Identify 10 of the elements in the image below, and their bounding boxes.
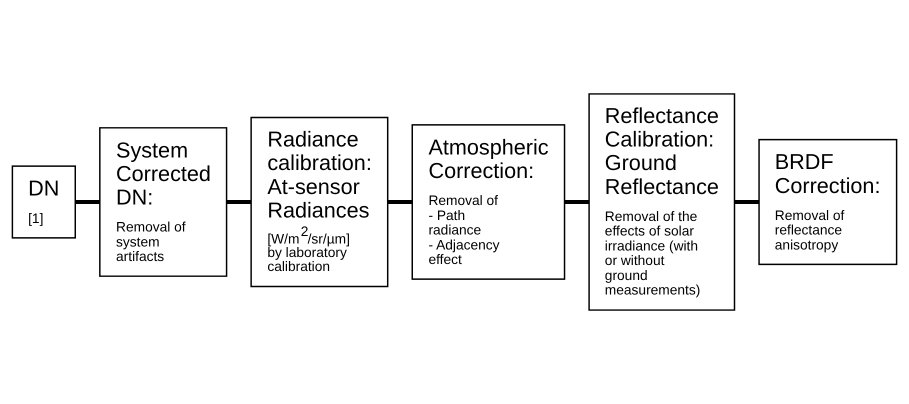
node-box: System Corrected DN: Removal of system artifacts — [99, 127, 228, 277]
connector — [734, 200, 759, 204]
node-box: DN [1] — [12, 165, 76, 239]
node-box: BRDF Correction: Removal of reflectance anisotropy — [758, 138, 898, 266]
node-box: Atmospheric Correction: Removal of - Path radiance - Adjacency effect — [412, 124, 566, 280]
connector — [226, 200, 251, 204]
connector — [75, 200, 100, 204]
node-box: Reflectance Calibration: Ground Reflectance Removal of the effects of solar irradiance (with or without ground measurements) — [588, 93, 736, 311]
connector — [564, 200, 589, 204]
connector — [388, 200, 412, 204]
